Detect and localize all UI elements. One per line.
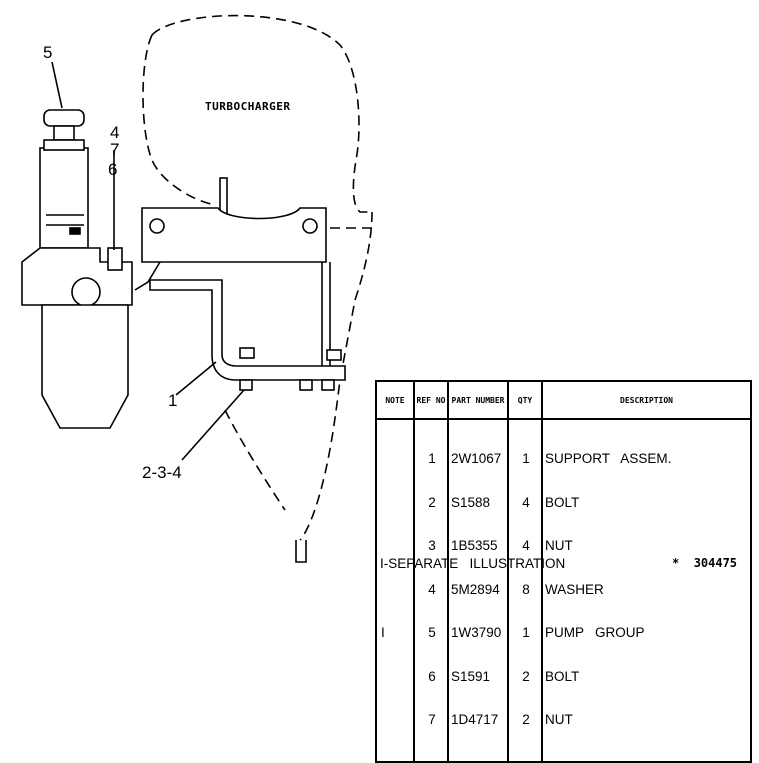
pump-mounting-diagram bbox=[21, 14, 373, 563]
column-qty: 1 4 4 8 1 2 2 bbox=[507, 419, 544, 762]
illustration-mark: * bbox=[672, 556, 680, 570]
illustration-number-value: 304475 bbox=[693, 556, 738, 570]
filter-bowl bbox=[41, 304, 129, 429]
support-bracket bbox=[134, 261, 346, 381]
callout-4: 4 bbox=[110, 123, 120, 142]
header-qty: QTY bbox=[507, 380, 544, 420]
column-description: SUPPORT ASSEM. BOLT NUT WASHER PUMP GROU… bbox=[541, 419, 752, 762]
column-note: I bbox=[375, 419, 415, 762]
pump-cylinder bbox=[39, 147, 89, 249]
header-part-number: PART NUMBER bbox=[447, 380, 510, 420]
header-description: DESCRIPTION bbox=[541, 380, 752, 420]
header-ref-no: REF NO bbox=[412, 380, 450, 420]
turbocharger-label: TURBOCHARGER bbox=[205, 100, 291, 113]
callout-6: 6 bbox=[108, 160, 118, 179]
table-body: I 1 2 3 4 5 6 7 2W1067 S1588 1B5355 5M28… bbox=[375, 419, 752, 762]
parts-table: NOTE REF NO PART NUMBER QTY DESCRIPTION … bbox=[375, 380, 752, 763]
turbocharger-outline bbox=[142, 14, 372, 213]
column-ref-no: 1 2 3 4 5 6 7 bbox=[412, 419, 450, 762]
column-part-number: 2W1067 S1588 1B5355 5M2894 1W3790 S1591 … bbox=[447, 419, 510, 762]
callout-2-3-4: 2-3-4 bbox=[142, 463, 182, 482]
callout-1: 1 bbox=[168, 391, 178, 410]
exhaust-housing-outline bbox=[299, 211, 373, 541]
separate-illustration-note: I-SEPARATE ILLUSTRATION bbox=[380, 556, 566, 571]
header-note: NOTE bbox=[375, 380, 415, 420]
pump-handle bbox=[43, 109, 85, 127]
callout-5: 5 bbox=[43, 43, 53, 62]
support-upper-plate bbox=[141, 207, 327, 263]
illustration-number: * 304475 bbox=[672, 556, 737, 570]
callout-7: 7 bbox=[110, 140, 120, 159]
